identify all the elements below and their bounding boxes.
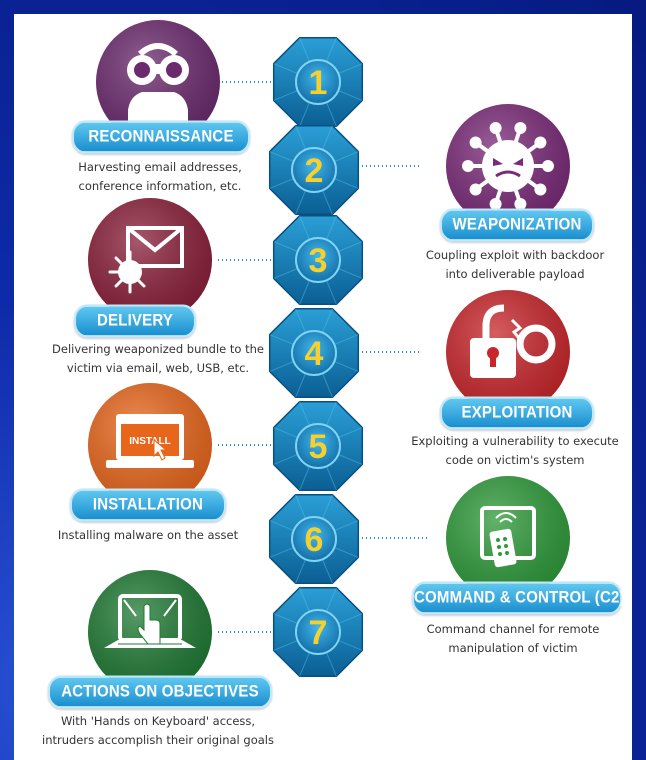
svg-text:2: 2: [305, 152, 324, 190]
virus-spike-tip: [542, 160, 554, 172]
step-number-2: 2: [291, 147, 337, 193]
laptop-hand-icon: [88, 570, 212, 694]
label-exploitation: EXPLOITATION: [440, 396, 594, 430]
step-number-7: 7: [295, 609, 341, 655]
virus-spike-tip: [534, 183, 547, 196]
svg-text:5: 5: [309, 428, 328, 466]
label-weaponization: WEAPONIZATION: [440, 208, 594, 242]
label-delivery: DELIVERY: [74, 304, 196, 338]
binoculars-person-icon: [96, 20, 220, 144]
svg-text:3: 3: [309, 242, 328, 280]
virus-spike-tip: [489, 122, 502, 134]
virus-spike-tip: [534, 136, 547, 149]
envelope-virus-icon: [88, 198, 212, 322]
install-text: INSTALL: [129, 436, 170, 447]
virus-spike-tip: [514, 198, 527, 210]
virus-spike-tip: [514, 122, 527, 134]
svg-text:7: 7: [309, 614, 328, 652]
step-number-6: 6: [291, 516, 337, 562]
remote-control-icon: [446, 476, 570, 600]
broken-lock-icon: [446, 290, 570, 414]
step-number-4: 4: [291, 330, 337, 376]
step-number-1: 1: [295, 59, 341, 105]
svg-text:4: 4: [305, 335, 324, 373]
step-numbers: 1 2 3 4 5 6 7: [291, 59, 341, 655]
desc-installation: Installing malware on the asset: [57, 528, 239, 542]
step-number-5: 5: [295, 423, 341, 469]
label-installation: INSTALLATION: [70, 488, 226, 522]
connectors: [218, 81, 428, 633]
desc-actions-on-objectives: With 'Hands on Keyboard' access,intruder…: [42, 714, 274, 747]
desc-reconnaissance: Harvesting email addresses,conference in…: [78, 160, 242, 193]
label-command-control: COMMAND & CONTROL (C2): [412, 581, 625, 615]
virus-spike-tip: [462, 160, 474, 172]
label-reconnaissance: RECONNAISSANCE: [72, 120, 250, 154]
label-actions-on-objectives: ACTIONS ON OBJECTIVES: [48, 675, 272, 709]
virus-icon: [446, 104, 570, 228]
virus-spike-tip: [489, 198, 502, 210]
virus-spike-tip: [469, 136, 482, 149]
svg-text:1: 1: [309, 64, 328, 102]
svg-text:6: 6: [305, 521, 324, 559]
virus-spike-tip: [469, 183, 482, 196]
step-number-3: 3: [295, 237, 341, 283]
laptop-install-icon: INSTALL: [88, 383, 212, 507]
